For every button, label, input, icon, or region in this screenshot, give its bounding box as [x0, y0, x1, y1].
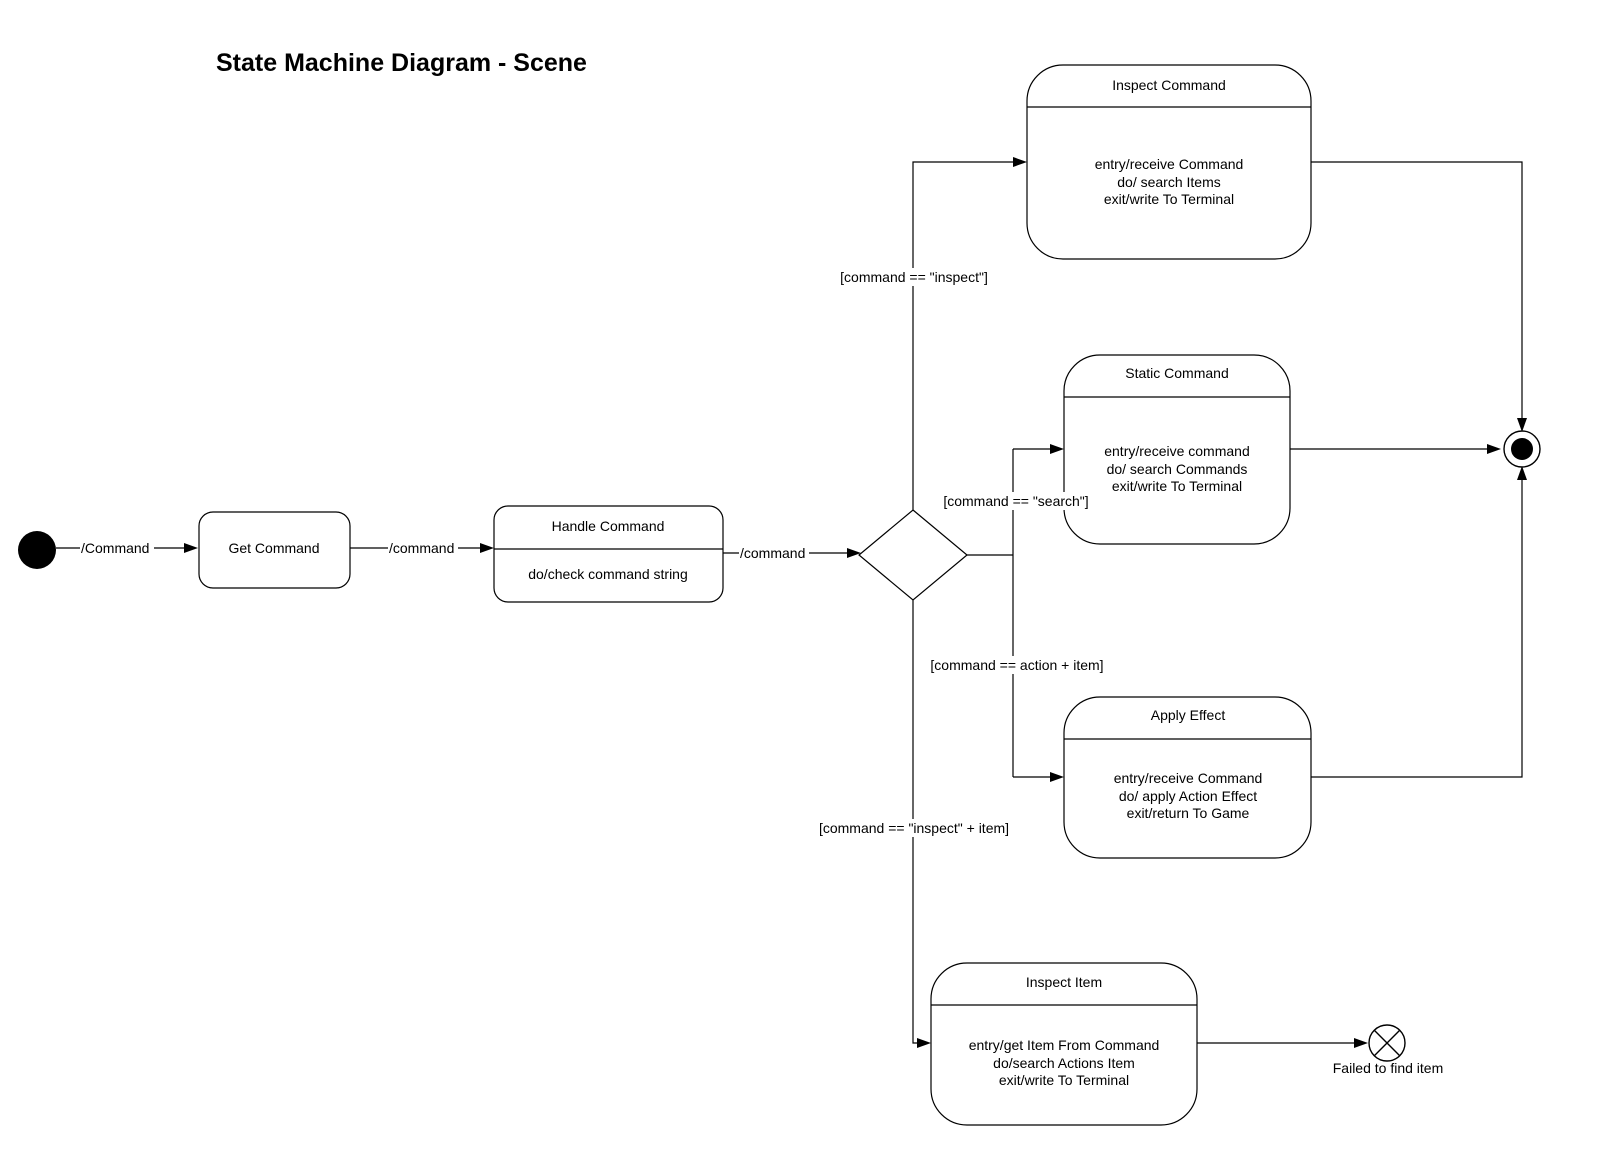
state-do: do/ apply Action Effect — [1119, 788, 1257, 804]
state-name: Get Command — [228, 540, 319, 556]
state-entry: entry/get Item From Command — [969, 1037, 1160, 1053]
arrow-head — [1050, 444, 1064, 454]
diagram-title: State Machine Diagram - Scene — [216, 49, 587, 77]
terminate-node — [1368, 1024, 1406, 1062]
state-exit: exit/return To Game — [1127, 805, 1250, 821]
state-name: Inspect Item — [1026, 974, 1102, 990]
guard-label: [command == action + item] — [930, 657, 1103, 673]
arrow-head — [1517, 466, 1527, 480]
state-do: do/search Actions Item — [993, 1055, 1135, 1071]
state-entry: entry/receive Command — [1114, 770, 1263, 786]
edge-inspect-final — [1311, 161, 1523, 418]
arrow-head — [847, 548, 861, 558]
guard-label: [command == "inspect" + item] — [819, 820, 1009, 836]
state-handle-command: Handle Command do/check command string — [493, 505, 724, 603]
edge-apply-final — [1311, 480, 1523, 778]
final-state — [1503, 430, 1541, 468]
arrow-head — [1517, 418, 1527, 432]
transition-label: /command — [389, 540, 454, 556]
guard-label: [command == "search"] — [943, 493, 1088, 509]
state-inspect-command: Inspect Command entry/receive Command do… — [1026, 64, 1312, 260]
decision-node — [858, 509, 968, 601]
state-do: do/ search Commands — [1107, 461, 1248, 477]
state-name: Apply Effect — [1151, 707, 1226, 723]
arrow-head — [1487, 444, 1501, 454]
state-name: Static Command — [1125, 365, 1228, 381]
state-activity: do/check command string — [528, 566, 688, 582]
transition-label: /command — [740, 545, 805, 561]
state-apply-effect: Apply Effect entry/receive Command do/ a… — [1063, 696, 1312, 859]
state-entry: entry/receive Command — [1095, 156, 1244, 172]
arrow-head — [184, 543, 198, 553]
state-exit: exit/write To Terminal — [1112, 478, 1242, 494]
arrow-head — [1050, 772, 1064, 782]
arrow-head — [1354, 1038, 1368, 1048]
state-exit: exit/write To Terminal — [999, 1072, 1129, 1088]
terminate-label: Failed to find item — [1333, 1060, 1444, 1076]
state-static-command: Static Command entry/receive command do/… — [1063, 354, 1291, 545]
state-name: Inspect Command — [1112, 77, 1226, 93]
state-name: Handle Command — [552, 518, 665, 534]
edge-decision-inspect — [912, 161, 1013, 510]
state-do: do/ search Items — [1117, 174, 1221, 190]
arrow-head — [1013, 157, 1027, 167]
arrow-head — [480, 543, 494, 553]
state-inspect-item: Inspect Item entry/get Item From Command… — [930, 962, 1198, 1126]
edge-decision-inspect-item — [912, 600, 917, 1044]
arrow-head — [917, 1038, 931, 1048]
state-get-command: Get Command — [198, 511, 351, 589]
transition-label: /Command — [81, 540, 149, 556]
guard-label: [command == "inspect"] — [840, 269, 988, 285]
state-exit: exit/write To Terminal — [1104, 191, 1234, 207]
state-entry: entry/receive command — [1104, 443, 1250, 459]
initial-state — [18, 531, 56, 569]
